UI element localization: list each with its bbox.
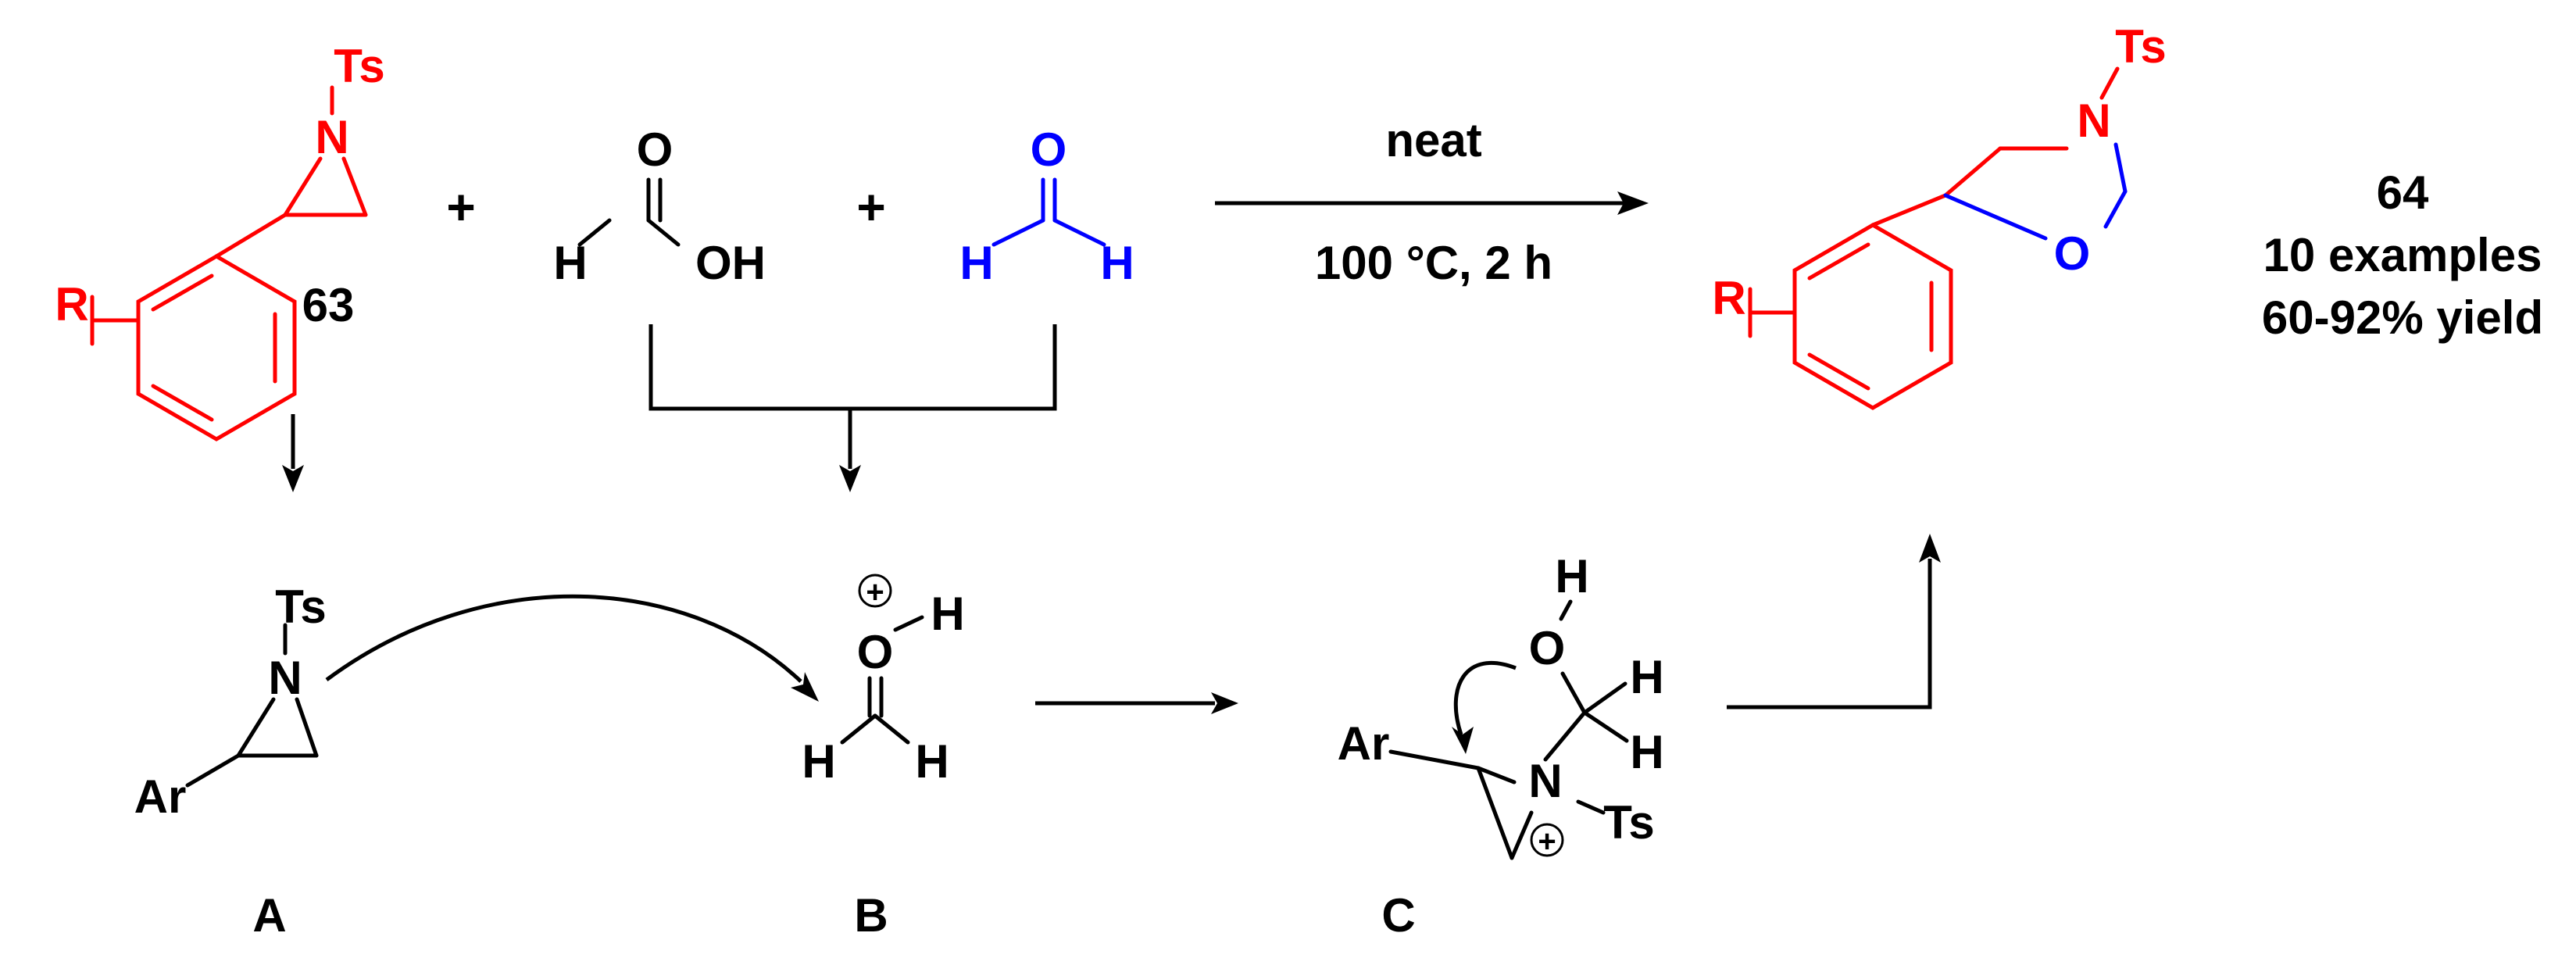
- product-64-o: O: [2054, 227, 2091, 280]
- bracket-arrow-to-b: [648, 324, 1057, 492]
- intermediate-c-n: N: [1528, 755, 1562, 807]
- intermediate-c: H O H H Ar N Ts + C: [1338, 550, 1664, 942]
- formic-acid-o: O: [637, 123, 673, 176]
- reactant-63-bonds: [90, 85, 368, 441]
- intermediate-c-h-2: H: [1630, 726, 1663, 778]
- intermediate-c-charge: +: [1538, 824, 1556, 859]
- reactant-63-ts: Ts: [334, 40, 385, 92]
- reactant-63: Ts N R 63: [55, 40, 385, 441]
- intermediate-a-n: N: [268, 652, 302, 704]
- intermediate-a-ar: Ar: [134, 770, 187, 823]
- formic-acid-oh: OH: [695, 237, 766, 289]
- reactant-63-number: 63: [302, 279, 355, 331]
- intermediate-b-charge: +: [866, 575, 884, 609]
- formic-acid-h: H: [553, 237, 587, 289]
- product-64-ts: Ts: [2115, 20, 2167, 73]
- product-64-yield: 60-92% yield: [2262, 291, 2543, 344]
- intermediate-b-charge-circle: [858, 574, 892, 608]
- intermediate-b-h-o: H: [931, 588, 964, 640]
- formaldehyde-h-left: H: [959, 237, 993, 289]
- formic-acid: O H OH: [553, 123, 766, 289]
- product-64-bonds: [1748, 66, 2120, 410]
- reactant-63-n: N: [315, 111, 348, 163]
- intermediate-b-label: B: [854, 889, 888, 942]
- intermediate-b-h-left: H: [802, 735, 835, 788]
- curved-arrow-a-to-b: [325, 594, 819, 702]
- product-64-blue-bonds: [1943, 142, 2128, 241]
- intermediate-b-bonds: [840, 615, 924, 745]
- intermediate-b-h-right: H: [915, 735, 949, 788]
- intermediate-b: + O H H H B: [802, 574, 965, 942]
- arrow-63-to-a: [282, 414, 304, 492]
- formaldehyde-bonds: [991, 177, 1106, 247]
- intermediate-c-ar: Ar: [1338, 717, 1390, 770]
- product-64-r: R: [1712, 272, 1745, 324]
- intermediate-c-h-top: H: [1555, 550, 1588, 602]
- intermediate-a: Ts N Ar A: [134, 581, 327, 942]
- intermediate-c-h-1: H: [1630, 651, 1663, 703]
- intermediate-c-ts: Ts: [1603, 796, 1655, 849]
- curved-arrow-in-c: [1452, 661, 1517, 754]
- formaldehyde: O H H: [959, 123, 1134, 289]
- plus-sign: +: [446, 179, 475, 235]
- main-reaction-arrow: [1215, 191, 1649, 215]
- reactant-63-r: R: [55, 278, 88, 331]
- product-64-number: 64: [2377, 166, 2429, 219]
- intermediate-b-o: O: [857, 626, 894, 678]
- arrow-b-to-c: [1035, 692, 1238, 714]
- condition-below: 100 °C, 2 h: [1315, 237, 1552, 289]
- formaldehyde-h-right: H: [1100, 237, 1134, 289]
- product-64: Ts N O R 64 10 examples 60-92% yield: [1712, 20, 2543, 410]
- condition-above: neat: [1385, 114, 1481, 166]
- arrow-c-to-64: [1727, 534, 1941, 709]
- intermediate-c-charge-circle: [1530, 823, 1564, 857]
- intermediate-c-o: O: [1529, 622, 1566, 674]
- intermediate-a-bonds: [185, 623, 319, 788]
- intermediate-a-label: A: [252, 889, 286, 942]
- product-64-n: N: [2077, 95, 2110, 147]
- intermediate-c-bonds: [1388, 599, 1629, 860]
- plus-sign: +: [856, 179, 885, 235]
- formaldehyde-o: O: [1031, 123, 1067, 176]
- formic-acid-bonds: [577, 177, 681, 247]
- product-64-examples: 10 examples: [2263, 229, 2542, 281]
- intermediate-c-label: C: [1381, 889, 1415, 942]
- intermediate-a-ts: Ts: [275, 581, 327, 633]
